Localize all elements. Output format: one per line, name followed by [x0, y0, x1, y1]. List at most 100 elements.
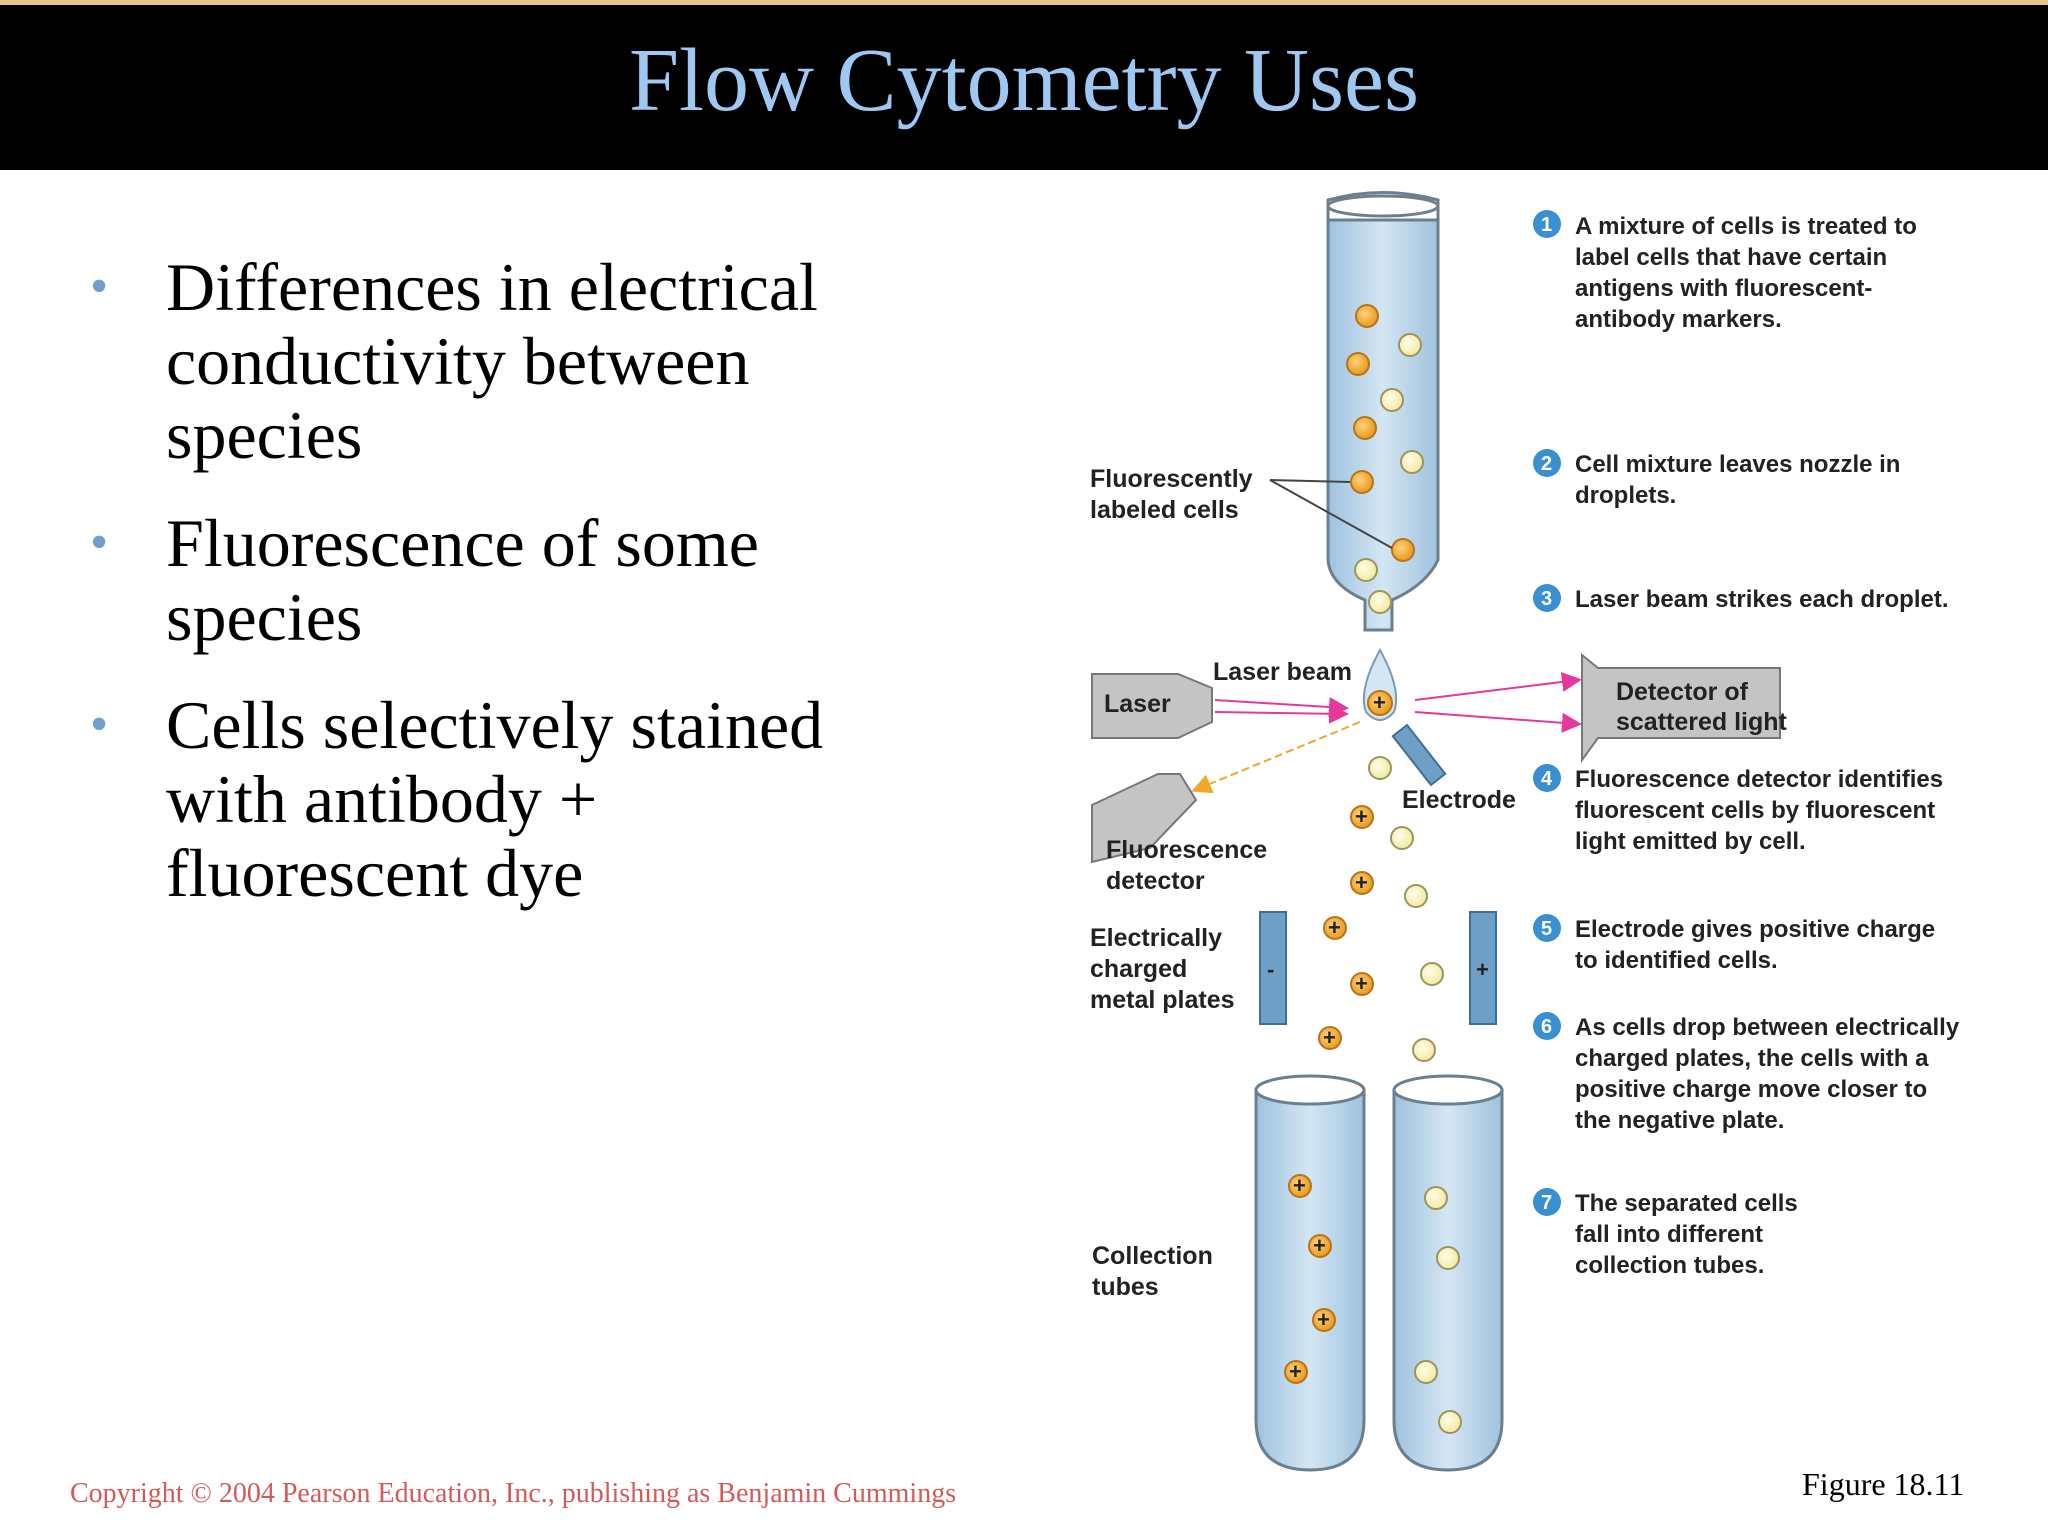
svg-text:5: 5: [1541, 918, 1552, 940]
fluorescence-detector: Fluorescence detector: [1091, 773, 1267, 895]
plus-charge-icon: +: [1355, 870, 1368, 895]
negative-plate: [1259, 911, 1287, 1025]
fluorescent-cell: [1391, 538, 1415, 562]
svg-text:to identified cells.: to identified cells.: [1575, 947, 1778, 974]
plus-charge-icon: +: [1373, 690, 1386, 715]
collection-tube-left: + + + +: [1254, 1074, 1366, 1472]
charged-cell: [1284, 1360, 1308, 1384]
plus-charge-icon: +: [1328, 915, 1341, 940]
unlabeled-cell: [1390, 826, 1414, 850]
bullet-dot-icon: •: [90, 514, 109, 571]
plus-charge-icon: +: [1355, 971, 1368, 996]
svg-text:-: -: [1267, 957, 1274, 982]
laser-beam-label: Laser beam: [1213, 658, 1352, 686]
step-6: 6 As cells drop between electrically cha…: [1533, 1012, 1960, 1134]
unlabeled-cell: [1414, 1360, 1438, 1384]
bullet-line: species: [166, 579, 363, 655]
unlabeled-cell: [1398, 333, 1422, 357]
charged-cell: [1323, 916, 1347, 940]
bullet-item: • Fluorescence of some species: [80, 506, 980, 654]
svg-text:2: 2: [1541, 453, 1552, 475]
unlabeled-cell: [1368, 590, 1392, 614]
svg-text:4: 4: [1541, 768, 1553, 790]
svg-text:charged plates, the cells with: charged plates, the cells with a: [1575, 1045, 1929, 1072]
copyright-text: Copyright © 2004 Pearson Education, Inc.…: [70, 1478, 957, 1509]
electrode: Electrode: [1391, 723, 1516, 814]
sample-tube: [1326, 191, 1440, 632]
falling-droplets: + + + + +: [1318, 756, 1444, 1062]
svg-text:scattered light: scattered light: [1616, 708, 1788, 736]
svg-text:positive charge move closer to: positive charge move closer to: [1575, 1076, 1927, 1103]
bullet-line: fluorescent dye: [166, 835, 584, 911]
svg-text:droplets.: droplets.: [1575, 482, 1676, 509]
collection-tubes-label: Collection tubes: [1092, 1242, 1213, 1301]
bullet-dot-icon: •: [90, 258, 109, 315]
bullet-item: • Differences in electrical conductivity…: [80, 250, 980, 472]
charged-metal-plates: - + Electrically charged metal plates: [1090, 911, 1497, 1025]
step-2: 2 Cell mixture leaves nozzle in droplets…: [1533, 449, 1900, 509]
svg-text:Detector of: Detector of: [1616, 678, 1749, 706]
svg-text:collection tubes.: collection tubes.: [1575, 1252, 1764, 1279]
step-4: 4 Fluorescence detector identifies fluor…: [1533, 764, 1943, 855]
positive-plate: [1469, 911, 1497, 1025]
charged-cell: [1308, 1234, 1332, 1258]
svg-text:Cell mixture leaves nozzle in: Cell mixture leaves nozzle in: [1575, 451, 1900, 478]
charged-cell: [1312, 1308, 1336, 1332]
svg-text:7: 7: [1541, 1192, 1552, 1214]
svg-text:metal plates: metal plates: [1090, 986, 1235, 1014]
fluorescently-labeled-cells-label: Fluorescently labeled cells: [1090, 465, 1393, 549]
svg-text:Collection: Collection: [1092, 1242, 1213, 1270]
svg-text:tubes: tubes: [1092, 1273, 1159, 1301]
svg-text:charged: charged: [1090, 955, 1187, 983]
unlabeled-cell: [1420, 962, 1444, 986]
svg-text:the negative plate.: the negative plate.: [1575, 1107, 1784, 1134]
svg-text:Laser beam strikes each drople: Laser beam strikes each droplet.: [1575, 586, 1949, 613]
step-7: 7 The separated cells fall into differen…: [1533, 1188, 1798, 1279]
svg-text:As cells drop between electric: As cells drop between electrically: [1575, 1014, 1960, 1041]
bullet-line: Fluorescence of some: [166, 505, 759, 581]
fluorescent-cell: [1346, 352, 1370, 376]
unlabeled-cell: [1438, 1410, 1462, 1434]
bullet-line: species: [166, 397, 363, 473]
unlabeled-cell: [1354, 558, 1378, 582]
unlabeled-cell: [1404, 884, 1428, 908]
bullet-line: Cells selectively stained: [166, 687, 824, 763]
tube-cells: [1346, 304, 1424, 614]
plus-charge-icon: +: [1355, 804, 1368, 829]
bullet-line: with antibody +: [166, 761, 598, 837]
svg-text:label cells that have certain: label cells that have certain: [1575, 244, 1887, 271]
svg-text:labeled cells: labeled cells: [1090, 496, 1239, 524]
svg-text:fluorescent cells by fluoresce: fluorescent cells by fluorescent: [1575, 797, 1935, 824]
unlabeled-cell: [1424, 1186, 1448, 1210]
plus-charge-icon: +: [1289, 1359, 1302, 1384]
unlabeled-cell: [1436, 1246, 1460, 1270]
plus-charge-icon: +: [1323, 1025, 1336, 1050]
title-bar: [0, 0, 2048, 170]
fluorescent-cell: [1353, 416, 1377, 440]
slide-title: Flow Cytometry Uses: [628, 31, 1419, 130]
bullet-item: • Cells selectively stained with antibod…: [80, 688, 980, 910]
bullet-list: • Differences in electrical conductivity…: [80, 250, 980, 944]
unlabeled-cell: [1380, 388, 1404, 412]
plus-charge-icon: +: [1293, 1173, 1306, 1198]
svg-text:6: 6: [1541, 1016, 1552, 1038]
svg-text:detector: detector: [1106, 867, 1205, 895]
svg-text:+: +: [1476, 957, 1489, 982]
unlabeled-cell: [1412, 1038, 1436, 1062]
collection-tube-right: [1392, 1074, 1504, 1472]
fluorescent-cell: [1355, 304, 1379, 328]
bullet-line: conductivity between: [166, 323, 750, 399]
svg-text:Fluorescence detector identifi: Fluorescence detector identifies: [1575, 766, 1943, 793]
fluorescent-cell: [1350, 470, 1374, 494]
svg-text:Electrode: Electrode: [1402, 786, 1516, 814]
charged-cell: [1350, 805, 1374, 829]
plus-charge-icon: +: [1313, 1233, 1326, 1258]
step-1: 1 A mixture of cells is treated to label…: [1533, 210, 1917, 333]
svg-text:light emitted by cell.: light emitted by cell.: [1575, 828, 1806, 855]
svg-text:Laser: Laser: [1104, 690, 1171, 718]
step-3: 3 Laser beam strikes each droplet.: [1533, 584, 1949, 613]
plus-charge-icon: +: [1317, 1307, 1330, 1332]
bullet-line: Differences in electrical: [166, 249, 818, 325]
unlabeled-cell: [1400, 450, 1424, 474]
